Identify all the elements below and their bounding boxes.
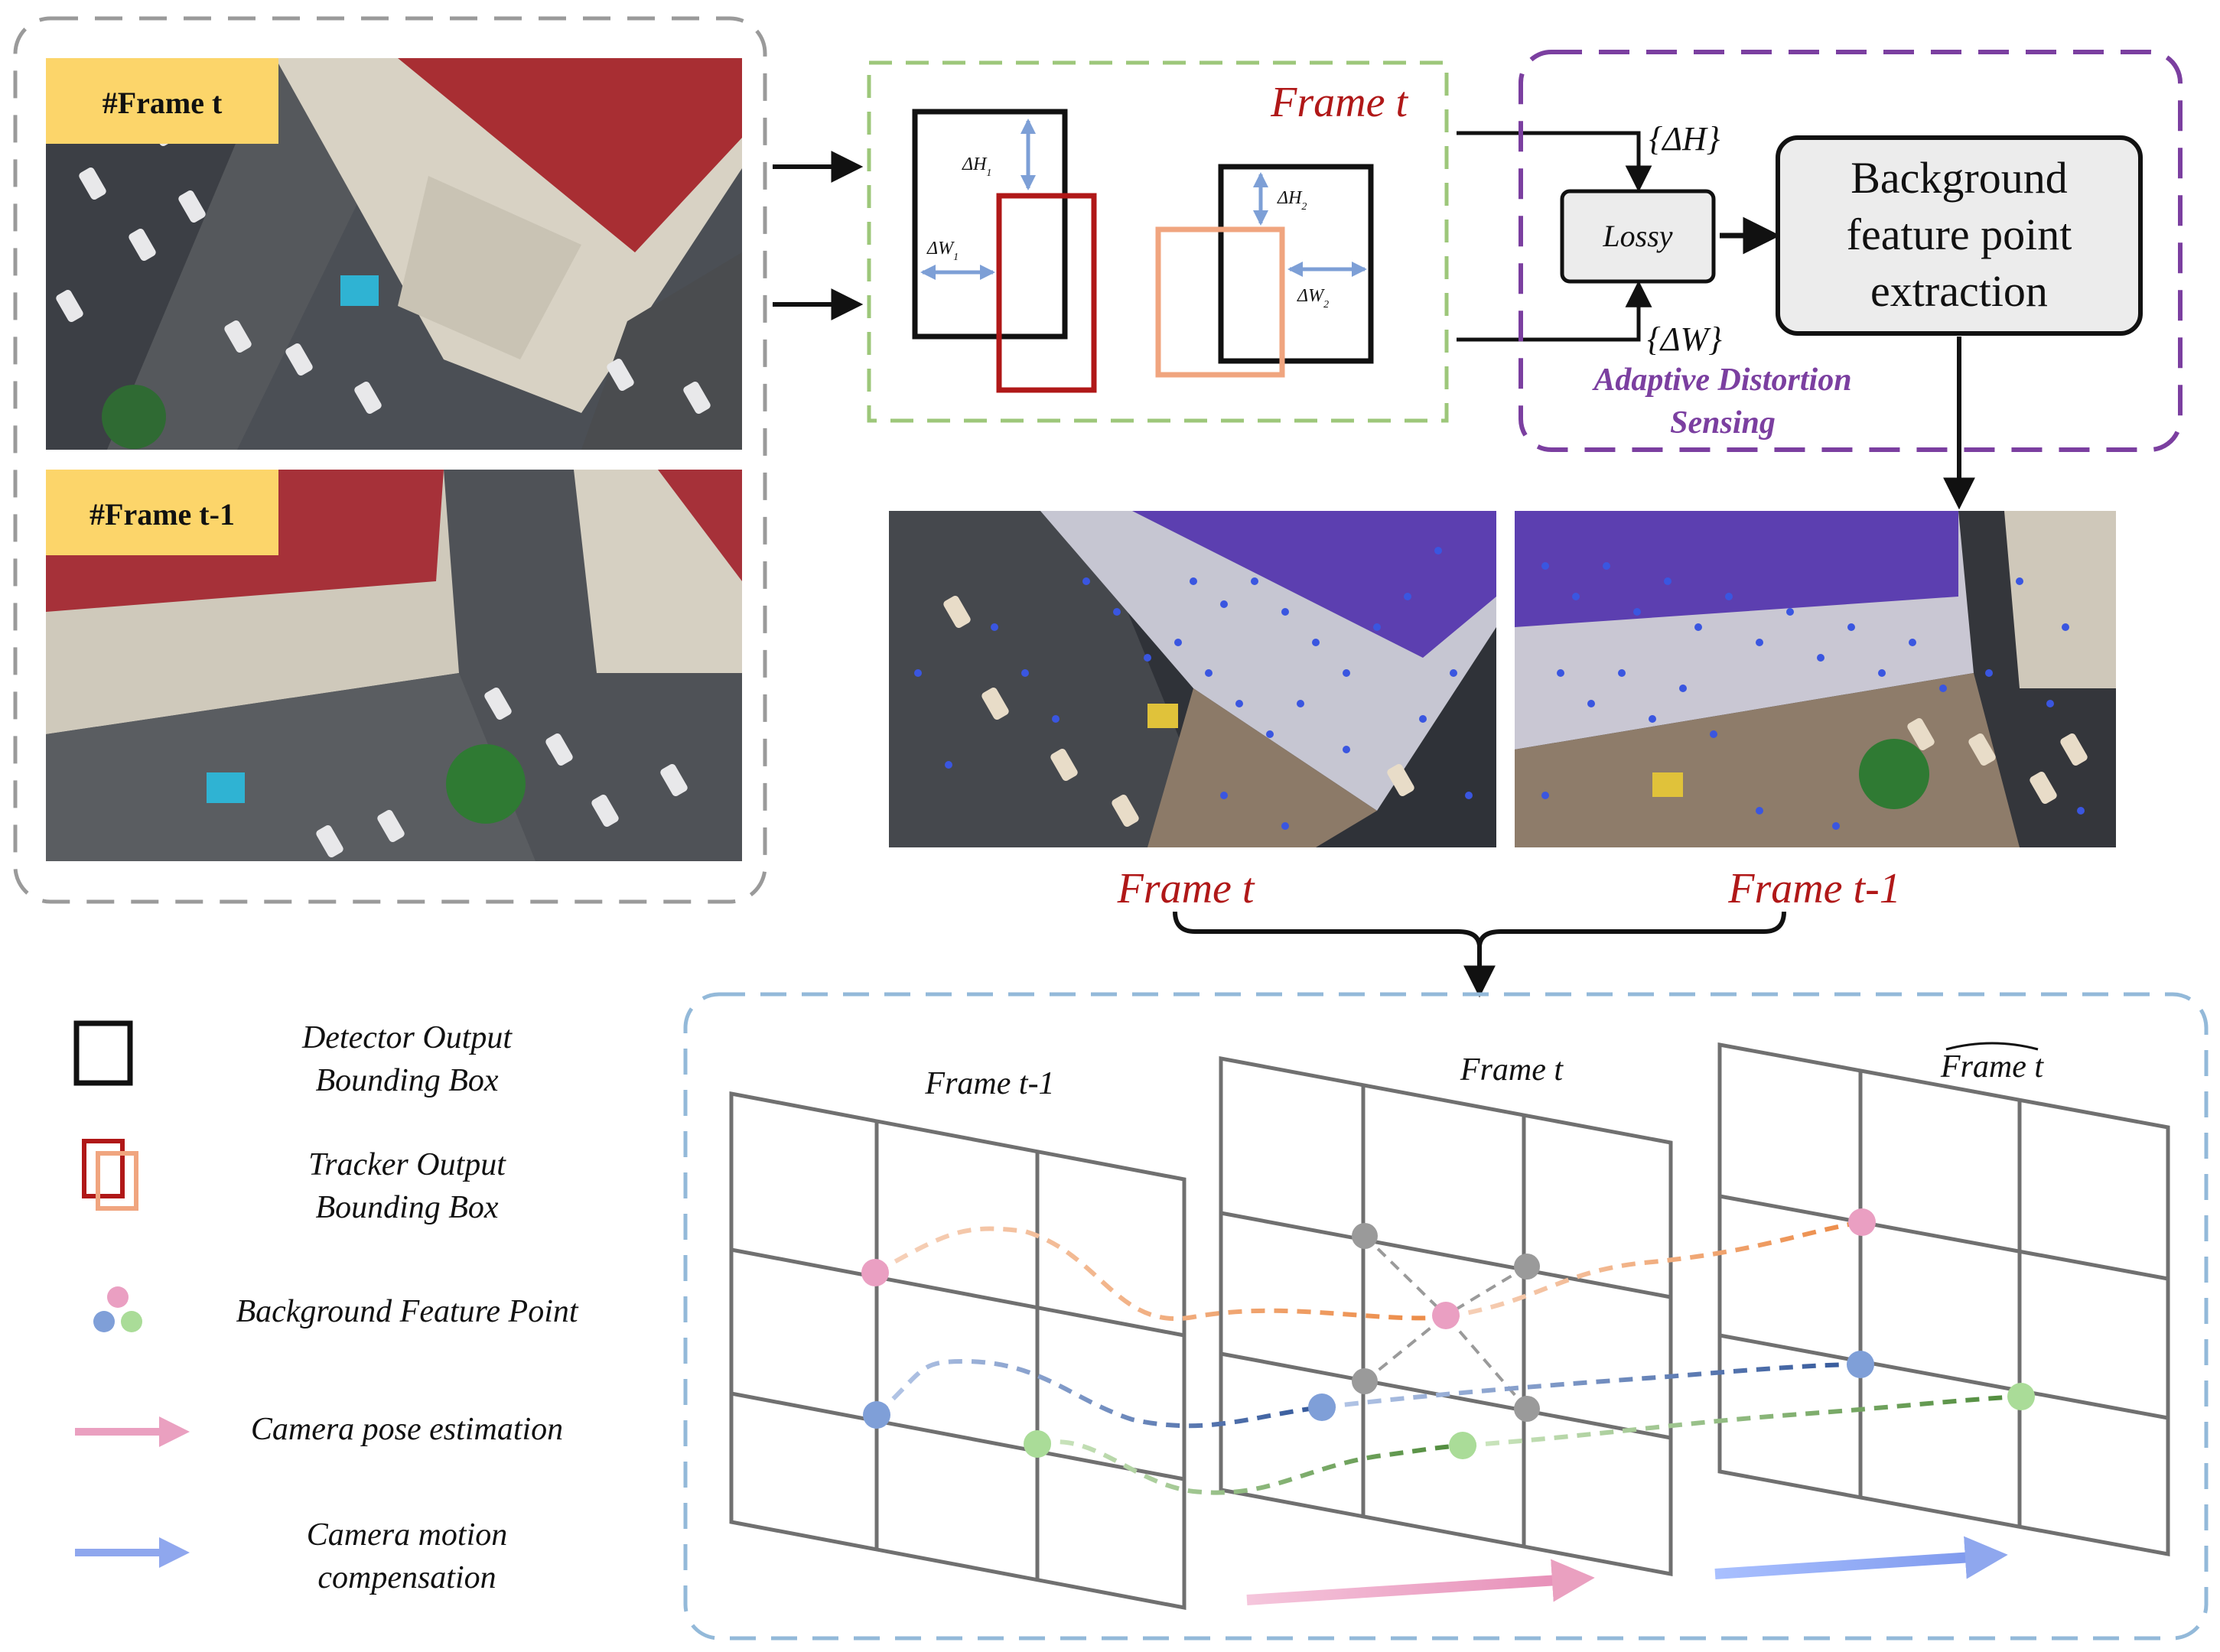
delta-w1-label: ΔW1 <box>926 239 959 263</box>
bounding-box-panel: Frame t ΔH1 ΔW1 ΔH2 ΔW2 <box>867 60 1449 423</box>
tracker-box-2 <box>1155 226 1285 378</box>
pose-estimation-arrow <box>1246 1559 1595 1605</box>
delta-w2-label: ΔW2 <box>1297 286 1329 311</box>
trajectory-green-b <box>1462 1394 2022 1448</box>
trajectory-green-a <box>1037 1439 1463 1495</box>
feature-image-frame-t <box>889 511 1496 847</box>
extraction-box <box>1776 135 2143 336</box>
legend-detector-line-2: Bounding Box <box>315 1063 498 1098</box>
legend-tracker-icon-peach <box>96 1151 138 1211</box>
delta-h2-label: ΔH2 <box>1277 188 1307 213</box>
legend-point-green <box>121 1311 142 1332</box>
delta-h1-label: ΔH1 <box>962 154 991 179</box>
grid-label-frame-t1: Frame t-1 <box>924 1066 1054 1101</box>
box-panel-title: Frame t <box>1270 79 1408 126</box>
grid-label-frame-hat: Frame t <box>1940 1049 2044 1085</box>
legend: Detector Output Bounding Box Tracker Out… <box>73 1020 579 1595</box>
grid-frame-t1 <box>729 1091 1186 1611</box>
trajectory-orange-b <box>1445 1220 1863 1319</box>
legend-point-pink <box>107 1286 129 1308</box>
ads-caption-line-1: Adaptive Distortion <box>1591 363 1851 398</box>
frame-t-label: #Frame t <box>103 86 223 120</box>
frame-t-label-box <box>46 58 278 144</box>
detector-box-1 <box>912 109 1068 340</box>
legend-point-blue <box>93 1311 115 1332</box>
feature-points <box>861 1208 2035 1459</box>
feature-image-frame-t1 <box>1515 511 2116 847</box>
legend-tracker-line-1: Tracker Output <box>308 1147 506 1182</box>
trajectory-navy-b <box>1321 1362 1861 1410</box>
frame-t1-label: #Frame t-1 <box>90 497 235 532</box>
lossy-box <box>1560 189 1716 284</box>
input-frames-panel: #Frame t #Frame t-1 <box>13 16 767 904</box>
legend-detector-icon <box>73 1020 133 1086</box>
frame-hat-accent <box>1945 1042 2039 1051</box>
delta-h-connector <box>1457 131 1652 193</box>
delta-h-set-label: {ΔH} <box>1649 120 1720 158</box>
extraction-line-2: feature point <box>1847 210 2072 259</box>
delta-w-connector <box>1457 280 1652 342</box>
grid-label-frame-t: Frame t <box>1460 1052 1564 1088</box>
legend-detector-line-1: Detector Output <box>301 1020 513 1055</box>
grid-frame-hat <box>1717 1042 2170 1557</box>
frame-t1-label-box <box>46 470 278 555</box>
lossy-label: Lossy <box>1602 219 1672 253</box>
extraction-line-3: extraction <box>1870 266 2048 316</box>
feature-caption-frame-t1: Frame t-1 <box>1727 865 1901 912</box>
compensation-panel: Frame t-1 Frame t Frame t <box>683 992 2209 1641</box>
frame-t-image <box>46 58 742 450</box>
trajectory-orange-a <box>874 1226 1447 1321</box>
ads-caption-line-2: Sensing <box>1670 405 1776 441</box>
trajectory-navy-a <box>874 1358 1323 1429</box>
legend-pose: Camera pose estimation <box>251 1412 563 1447</box>
legend-tracker-icon-red <box>82 1139 125 1198</box>
tracker-box-1 <box>996 193 1097 393</box>
extraction-line-1: Background <box>1851 153 2068 203</box>
legend-tracker-line-2: Bounding Box <box>315 1190 498 1225</box>
projection-lines <box>1363 1234 1528 1410</box>
legend-motion-line-2: compensation <box>317 1560 496 1595</box>
adaptive-distortion-panel: {ΔH} {ΔW} Lossy Background feature point… <box>1519 50 2183 452</box>
detector-box-2 <box>1218 164 1374 364</box>
motion-compensation-arrow <box>1714 1536 2008 1579</box>
legend-motion-line-1: Camera motion <box>307 1517 508 1553</box>
delta-w-set-label: {ΔW} <box>1647 320 1722 358</box>
legend-feature-point: Background Feature Point <box>236 1294 578 1329</box>
feature-caption-frame-t: Frame t <box>1117 865 1255 912</box>
